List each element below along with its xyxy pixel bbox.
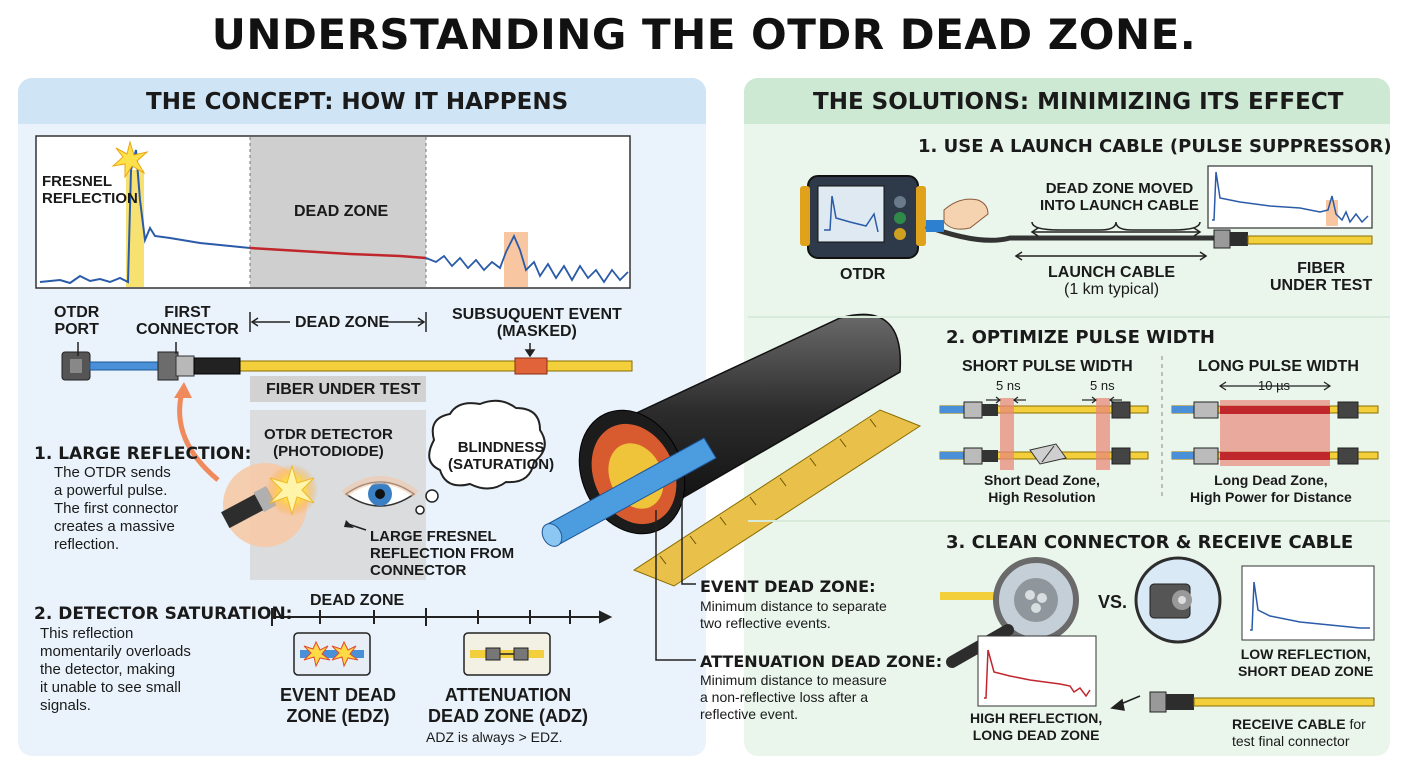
- high-reflection-label: HIGH REFLECTION, LONG DEAD ZONE: [970, 710, 1103, 743]
- high-reflection-trace: [977, 635, 1097, 707]
- short-pulse-width-b: 5 ns: [1090, 378, 1115, 393]
- receive-cable-label: RECEIVE CABLE for test final connector: [1232, 716, 1366, 749]
- eye-icon: [341, 476, 419, 507]
- sol2-title: 2. OPTIMIZE PULSE WIDTH: [946, 327, 1215, 348]
- launch-cable: [925, 198, 1373, 249]
- receive-cable: [1149, 691, 1375, 713]
- fiber-under-test-label: FIBER UNDER TEST: [266, 381, 421, 398]
- step1-text: The OTDR sends a powerful pulse. The fir…: [54, 464, 179, 553]
- sol1-fut-label: FIBER UNDER TEST: [1270, 260, 1373, 294]
- first-connector-label: FIRST CONNECTOR: [136, 304, 239, 338]
- trace-dead-zone-label: DEAD ZONE: [294, 203, 389, 220]
- long-pulse-caption: Long Dead Zone, High Power for Distance: [1190, 472, 1352, 505]
- launch-trace: [1207, 165, 1373, 229]
- long-pulse-width: 10 µs: [1258, 378, 1291, 393]
- att-dz-text: Minimum distance to measure a non-reflec…: [700, 672, 887, 722]
- subsequent-event-label: SUBSUQUENT EVENT (MASKED): [452, 306, 622, 340]
- dead-zone-span-arrow: [249, 312, 427, 332]
- blindness-bubble: [415, 399, 546, 515]
- dead-zone-span-label: DEAD ZONE: [295, 314, 390, 331]
- low-reflection-trace: [1241, 565, 1375, 641]
- fresnel-starburst: [111, 140, 149, 179]
- vs-label: VS.: [1098, 592, 1128, 612]
- step2-heading: 2. DETECTOR SATURATION:: [34, 604, 293, 624]
- low-reflection-label: LOW REFLECTION, SHORT DEAD ZONE: [1238, 646, 1374, 679]
- adz-label: ATTENUATION DEAD ZONE (ADZ): [428, 685, 588, 726]
- blindness-label: BLINDNESS (SATURATION): [448, 439, 555, 473]
- event-dz-heading: EVENT DEAD ZONE:: [700, 577, 876, 596]
- concept-heading: THE CONCEPT: HOW IT HAPPENS: [146, 89, 569, 115]
- clean-connector-circle: [1134, 556, 1222, 644]
- scale-dead-zone-label: DEAD ZONE: [310, 592, 405, 609]
- step2-text: This reflection momentarily overloads th…: [40, 625, 191, 714]
- masked-trace-segment: [249, 246, 427, 260]
- dead-zone-moved-label: DEAD ZONE MOVED INTO LAUNCH CABLE: [1040, 180, 1199, 214]
- dirty-connector-magnifier: [940, 557, 1079, 668]
- edz-icon: [293, 632, 371, 676]
- detector-label: OTDR DETECTOR (PHOTODIODE): [264, 426, 393, 460]
- short-pulse-diagram: [939, 398, 1149, 470]
- att-dz-heading: ATTENUATION DEAD ZONE:: [700, 652, 943, 671]
- adz-icon: [463, 632, 551, 676]
- step1-heading: 1. LARGE REFLECTION:: [34, 444, 252, 464]
- cable-cross-section: [541, 313, 922, 587]
- adz-note: ADZ is always > EDZ.: [426, 729, 563, 745]
- sol1-title: 1. USE A LAUNCH CABLE (PULSE SUPPRESSOR): [918, 136, 1392, 157]
- connector-flash: [221, 463, 318, 547]
- event-dz-text: Minimum distance to separate two reflect…: [700, 598, 887, 631]
- otdr-device: [800, 175, 926, 259]
- main-title: UNDERSTANDING THE OTDR DEAD ZONE.: [211, 10, 1197, 59]
- solutions-heading: THE SOLUTIONS: MINIMIZING ITS EFFECT: [813, 89, 1344, 115]
- long-pulse-heading: LONG PULSE WIDTH: [1198, 358, 1359, 375]
- masked-event-marker: [514, 357, 548, 375]
- center-leader-lines: [655, 498, 696, 661]
- edz-label: EVENT DEAD ZONE (EDZ): [280, 685, 397, 726]
- large-fresnel-label: LARGE FRESNEL REFLECTION FROM CONNECTOR: [370, 528, 515, 579]
- concept-panel-header: [18, 78, 706, 124]
- short-pulse-width-a: 5 ns: [996, 378, 1021, 393]
- fresnel-label: FRESNEL REFLECTION: [42, 173, 138, 207]
- long-pulse-diagram: [1171, 400, 1379, 466]
- short-pulse-caption: Short Dead Zone, High Resolution: [984, 472, 1100, 505]
- short-pulse-heading: SHORT PULSE WIDTH: [962, 358, 1133, 375]
- otdr-device-label: OTDR: [840, 266, 886, 283]
- launch-cable-label: LAUNCH CABLE (1 km typical): [1048, 264, 1176, 298]
- solutions-panel-header: [744, 78, 1390, 124]
- dead-zone-shade: [250, 137, 426, 287]
- dead-zone-scale: [271, 608, 613, 626]
- otdr-port-label: OTDR PORT: [54, 304, 100, 338]
- otdr-trace-graph: [35, 135, 631, 289]
- reflection-arrow: [177, 391, 220, 482]
- sol3-title: 3. CLEAN CONNECTOR & RECEIVE CABLE: [946, 532, 1354, 553]
